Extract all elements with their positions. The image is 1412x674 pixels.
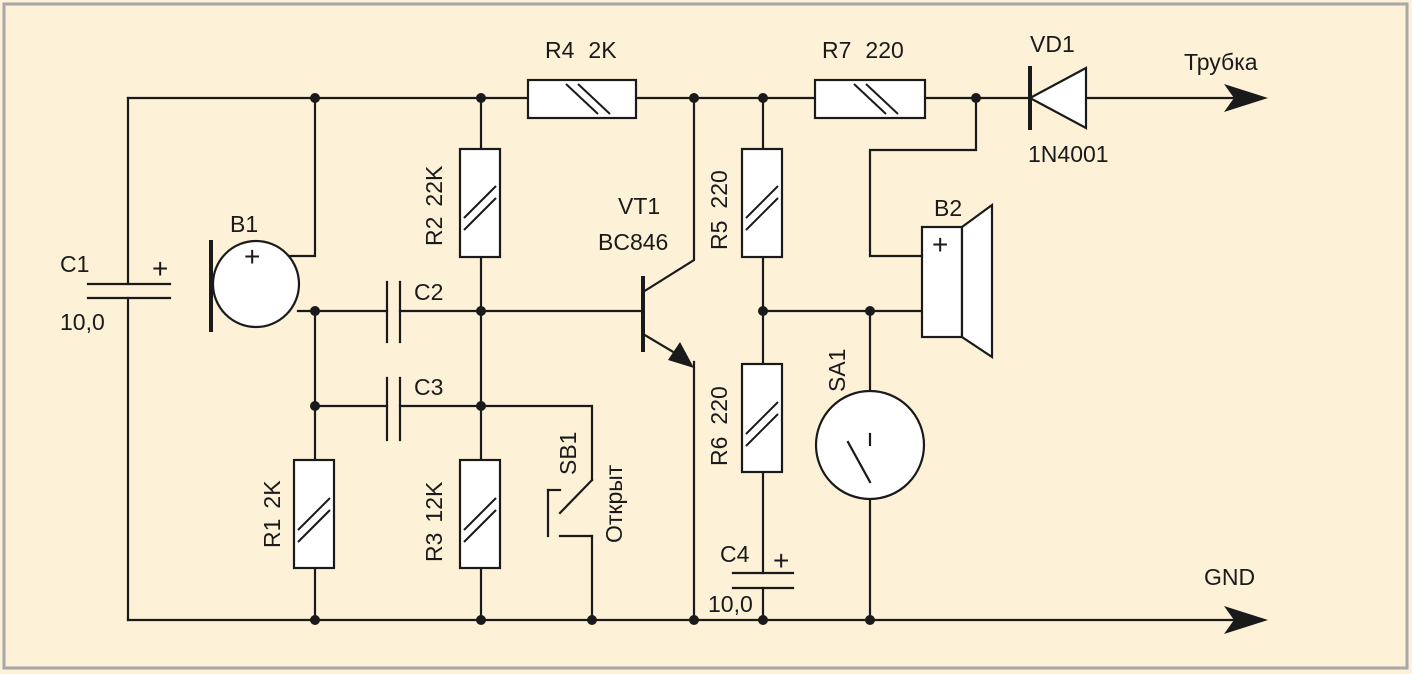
vt1-label: VT1 xyxy=(618,193,660,219)
b2-polarity: + xyxy=(932,229,948,260)
vd1-value: 1N4001 xyxy=(1028,141,1109,167)
junction-dot xyxy=(689,93,699,103)
r6-label: R6220 xyxy=(706,386,732,466)
wires xyxy=(126,96,1237,622)
b1-label: B1 xyxy=(230,211,258,237)
junction-dot xyxy=(758,93,768,103)
junction-dot xyxy=(310,615,320,625)
ground-terminal: GND xyxy=(1204,564,1268,634)
b1-polarity: + xyxy=(244,241,260,272)
c2-label: C2 xyxy=(414,279,443,305)
vt1-value: BC846 xyxy=(598,229,668,255)
capacitor-c4: C4 + 10,0 xyxy=(708,541,795,617)
c1-label: C1 xyxy=(60,251,89,277)
junction-dot xyxy=(476,615,486,625)
sb1-label: SB1 xyxy=(555,432,581,475)
junction-dot xyxy=(865,306,875,316)
junction-dot xyxy=(310,93,320,103)
sb1-value: Открыт xyxy=(601,464,627,543)
junction-dot xyxy=(476,401,486,411)
b2-label: B2 xyxy=(934,195,962,221)
c1-polarity: + xyxy=(152,253,168,284)
capacitor-c3: C3 xyxy=(385,374,443,442)
switch-sb1: SB1 Открыт xyxy=(546,432,627,543)
resistor-r2: R222K xyxy=(421,147,502,259)
vd1-label: VD1 xyxy=(1030,31,1075,57)
junction-dot xyxy=(971,93,981,103)
junction-dot xyxy=(476,93,486,103)
capacitor-c2: C2 xyxy=(385,279,443,344)
switch-sa1: SA1 xyxy=(814,349,926,501)
ground-arrow-icon xyxy=(1224,606,1268,634)
junctions xyxy=(310,93,981,625)
junction-dot xyxy=(865,615,875,625)
transistor-vt1: VT1 BC846 xyxy=(598,193,694,368)
resistor-r5: R5220 xyxy=(706,147,784,259)
junction-dot xyxy=(310,306,320,316)
diode-vd1: VD1 1N4001 xyxy=(1027,31,1109,167)
sa1-label: SA1 xyxy=(824,349,850,392)
r3-label: R312K xyxy=(421,481,447,562)
c4-polarity: + xyxy=(773,545,789,576)
ground-label: GND xyxy=(1204,564,1255,590)
wire-collector xyxy=(641,96,696,294)
junction-dot xyxy=(689,615,699,625)
wire-c3-right xyxy=(398,404,594,482)
junction-dot xyxy=(587,615,597,625)
output-arrow-icon xyxy=(1224,84,1268,112)
wire-b2-plus xyxy=(868,96,978,258)
junction-dot xyxy=(310,401,320,411)
c3-label: C3 xyxy=(414,374,443,400)
wire-b1-top xyxy=(286,96,317,258)
r1-label: R12K xyxy=(259,480,285,548)
resistor-r1: R12K xyxy=(259,458,336,570)
output-label: Трубка xyxy=(1184,49,1258,75)
resistor-r6: R6220 xyxy=(706,362,784,474)
capacitor-c1: C1 + 10,0 xyxy=(60,251,172,335)
junction-dot xyxy=(758,306,768,316)
output-terminal: Трубка xyxy=(1184,49,1268,112)
resistor-r3: R312K xyxy=(421,458,502,570)
speaker-b2: B2 + xyxy=(920,195,994,360)
c1-value: 10,0 xyxy=(60,309,105,335)
r5-label: R5220 xyxy=(706,170,732,250)
junction-dot xyxy=(758,615,768,625)
junction-dot xyxy=(476,306,486,316)
c4-label: C4 xyxy=(720,541,750,567)
r2-label: R222K xyxy=(421,165,447,246)
emitter-arrow xyxy=(668,342,694,368)
c4-value: 10,0 xyxy=(708,591,753,617)
microphone-b1: B1 + xyxy=(209,211,301,332)
